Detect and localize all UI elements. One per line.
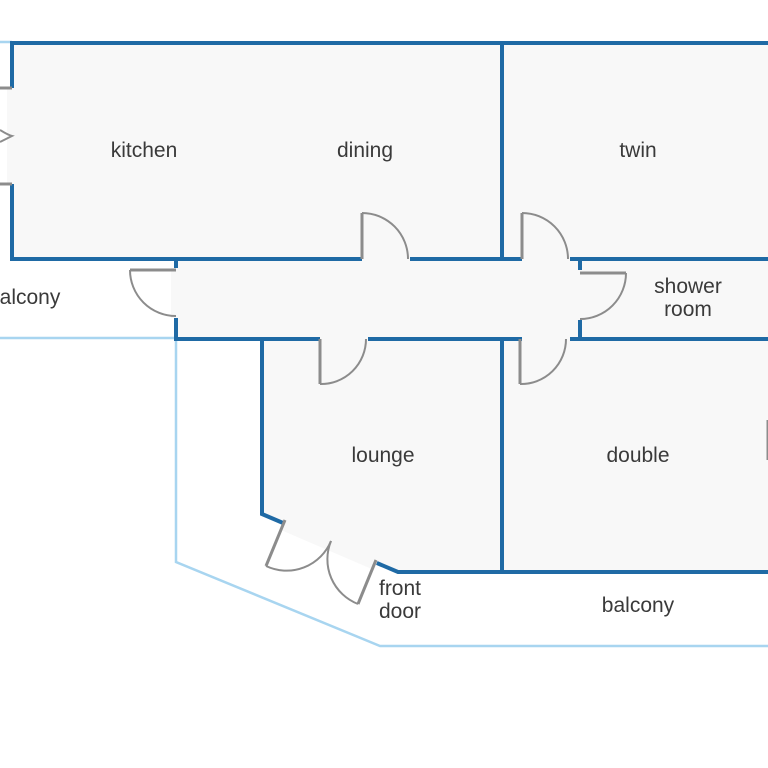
door-twin[interactable] xyxy=(520,212,569,260)
label-lounge: lounge xyxy=(351,444,414,467)
label-door: door xyxy=(379,600,421,623)
gap-double-right xyxy=(764,420,768,460)
label-shower-room: room xyxy=(664,298,712,321)
door-balcony[interactable] xyxy=(129,268,177,317)
label-double: double xyxy=(606,444,669,467)
door-double[interactable] xyxy=(518,338,567,386)
label-balcony-bottom: balcony xyxy=(602,594,675,617)
door-lounge[interactable] xyxy=(318,338,367,386)
kitchen-dining-room[interactable] xyxy=(10,41,504,261)
double-room[interactable] xyxy=(500,337,768,574)
gap-shower-door xyxy=(575,270,585,320)
label-dining: dining xyxy=(337,139,393,162)
gap-balcony-door xyxy=(171,268,181,318)
front-door[interactable] xyxy=(264,519,378,605)
gap-dining-door xyxy=(362,254,410,264)
gap-lounge-door xyxy=(320,334,368,344)
door-shower[interactable] xyxy=(579,271,627,320)
gap-twin-door xyxy=(522,254,570,264)
label-twin: twin xyxy=(619,139,656,162)
lounge-room[interactable] xyxy=(260,337,504,574)
hallway[interactable] xyxy=(174,257,582,341)
balcony-bottom-outline xyxy=(174,338,768,648)
label-balcony-left: alcony xyxy=(0,286,61,309)
label-front: front xyxy=(379,577,421,600)
door-kitchen-left[interactable] xyxy=(0,86,15,186)
twin-room[interactable] xyxy=(500,41,768,261)
gap-double-door xyxy=(522,334,570,344)
label-shower: shower xyxy=(654,275,722,298)
label-kitchen: kitchen xyxy=(111,139,178,162)
door-dining[interactable] xyxy=(360,212,409,260)
